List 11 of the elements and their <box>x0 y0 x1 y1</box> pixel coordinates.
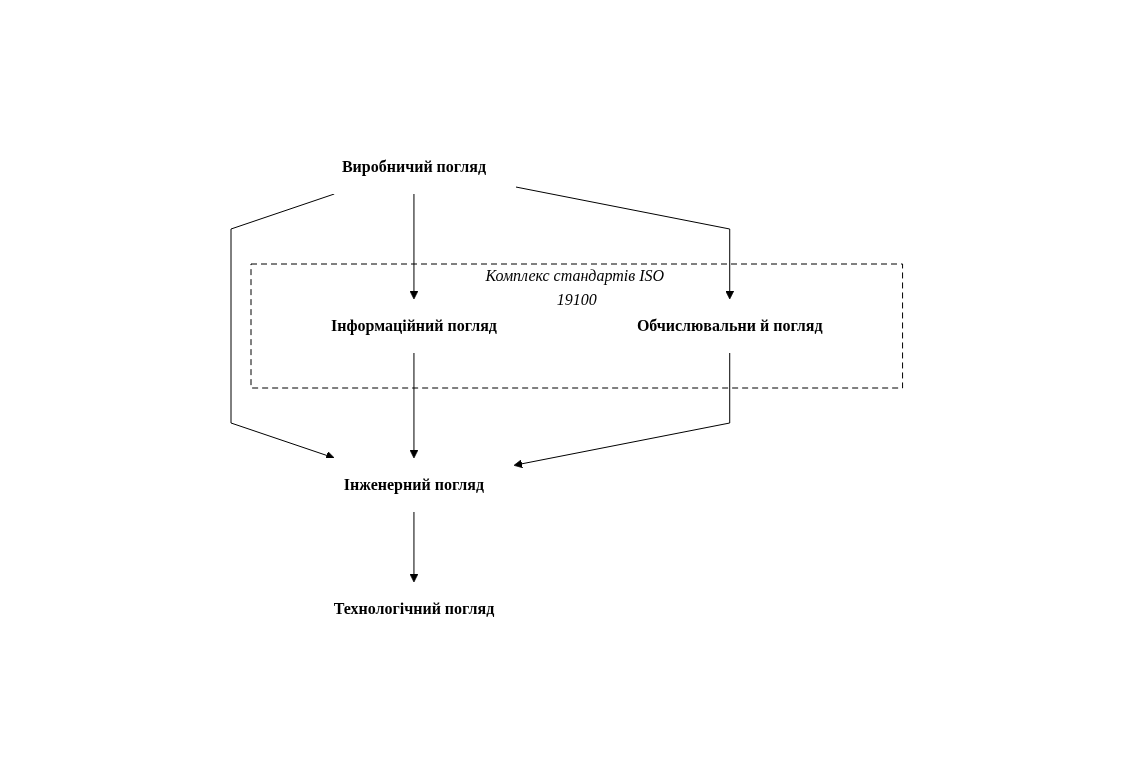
arrow <box>409 511 419 583</box>
arrow <box>409 352 419 459</box>
arrow <box>513 352 730 469</box>
node-text: Інженерний погляд <box>343 476 484 493</box>
node-text: Технологічний погляд <box>333 600 494 617</box>
arrow <box>230 193 335 460</box>
node-text: Виробничий погляд <box>341 158 486 175</box>
arrow <box>515 186 734 300</box>
node-text: Інформаційний погляд <box>330 317 497 334</box>
node-text: Обчислювальни й погляд <box>636 317 823 334</box>
arrow <box>409 193 419 300</box>
